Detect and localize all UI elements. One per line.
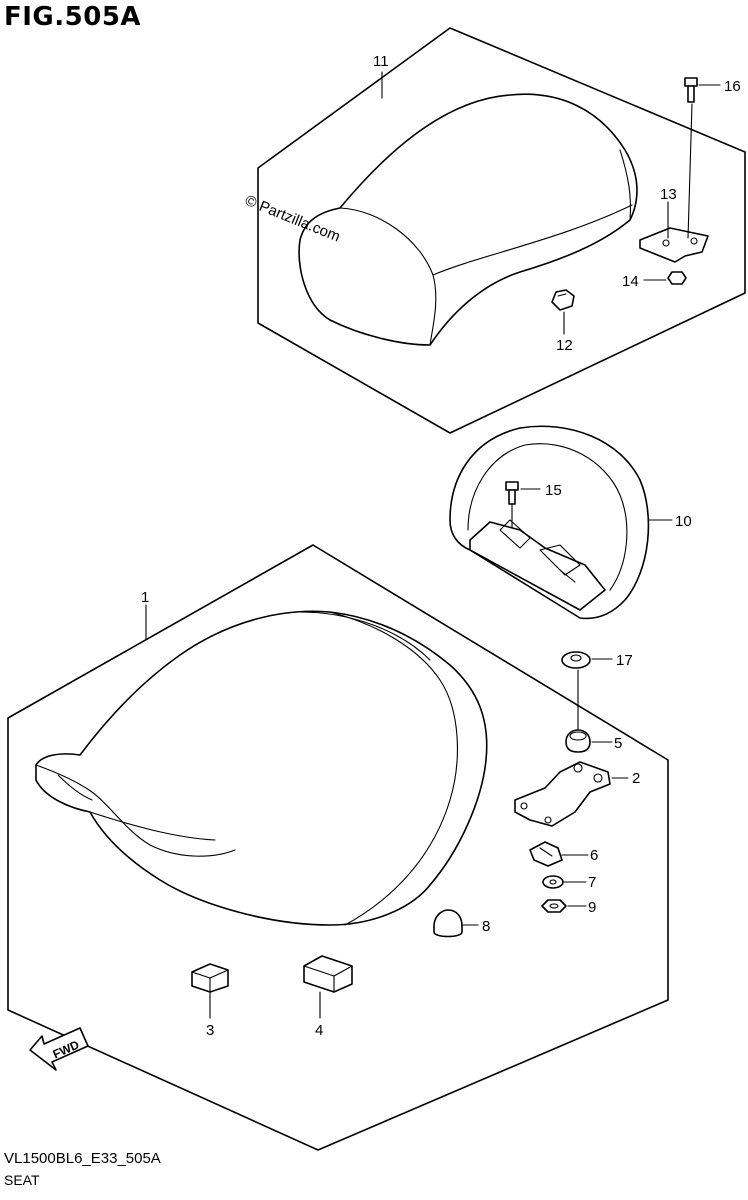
washer-part-7 xyxy=(542,875,564,889)
callout-13: 13 xyxy=(660,186,677,203)
cushion-part-3 xyxy=(191,963,229,993)
figure-name: SEAT xyxy=(4,1172,40,1188)
grommet-part-5 xyxy=(565,729,591,753)
callout-17: 17 xyxy=(616,652,633,669)
fwd-arrow: FWD xyxy=(29,1027,89,1071)
callout-9: 9 xyxy=(588,899,596,916)
callout-14: 14 xyxy=(622,273,639,290)
pillion-seat-group-outline xyxy=(257,27,746,434)
callout-4: 4 xyxy=(315,1022,323,1039)
backrest-part-10 xyxy=(449,425,650,620)
nut-part-14 xyxy=(667,271,687,285)
leader-lines xyxy=(145,71,721,1019)
cushion-part-8 xyxy=(433,909,463,938)
figure-code: VL1500BL6_E33_505A xyxy=(4,1150,161,1167)
callout-8: 8 xyxy=(482,918,490,935)
callout-12: 12 xyxy=(556,337,573,354)
callout-1: 1 xyxy=(141,589,149,606)
washer-part-17 xyxy=(561,651,591,669)
callout-15: 15 xyxy=(545,482,562,499)
nut-part-9 xyxy=(541,899,567,913)
callout-11: 11 xyxy=(373,53,389,70)
cushion-part-4 xyxy=(303,955,353,993)
callout-5: 5 xyxy=(614,735,622,752)
seat-bracket-part-13 xyxy=(639,227,709,263)
callout-6: 6 xyxy=(590,847,598,864)
callout-3: 3 xyxy=(206,1022,214,1039)
grommet-part-12 xyxy=(551,289,575,311)
bolt-16-leader-line xyxy=(687,103,693,239)
front-seat-part-1 xyxy=(35,610,488,926)
clip-part-6 xyxy=(529,841,563,867)
callout-2: 2 xyxy=(632,770,640,787)
bracket-part-2 xyxy=(514,761,611,827)
bolt-part-16 xyxy=(684,77,698,103)
pillion-seat-part-11 xyxy=(298,93,638,346)
callout-7: 7 xyxy=(588,874,596,891)
front-seat-group-outline xyxy=(7,544,669,1151)
callout-16: 16 xyxy=(724,78,741,95)
callout-10: 10 xyxy=(675,513,692,530)
figure-title: FIG.505A xyxy=(4,2,142,32)
